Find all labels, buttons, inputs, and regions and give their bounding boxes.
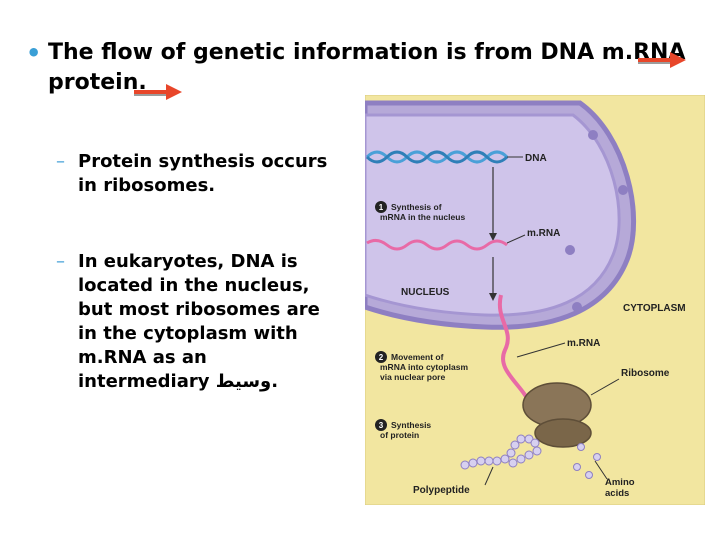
step-3-number: 3 [379,421,384,430]
label-mrna-top: m.RNA [527,228,560,239]
label-dna: DNA [525,153,547,164]
step-2-number: 2 [379,353,384,362]
sub-bullet-text: Protein synthesis occurs in ribosomes. [78,150,328,198]
dash-marker: – [56,150,65,174]
arrow-right-icon [132,82,184,102]
bullet-dot: • [26,38,41,68]
protein-synthesis-diagram: DNA 1 Synthesis of mRNA in the nucleus m… [365,95,705,505]
label-nucleus: NUCLEUS [401,287,450,298]
label-mrna-bottom: m.RNA [567,338,600,349]
label-cytoplasm: CYTOPLASM [623,303,686,314]
label-polypeptide: Polypeptide [413,485,470,496]
label-ribosome: Ribosome [621,368,670,379]
dash-marker: – [56,250,65,274]
sub-bullet-text: In eukaryotes, DNA is located in the nuc… [78,250,328,394]
arrow-right-icon [636,50,688,70]
step-1-number: 1 [379,203,384,212]
